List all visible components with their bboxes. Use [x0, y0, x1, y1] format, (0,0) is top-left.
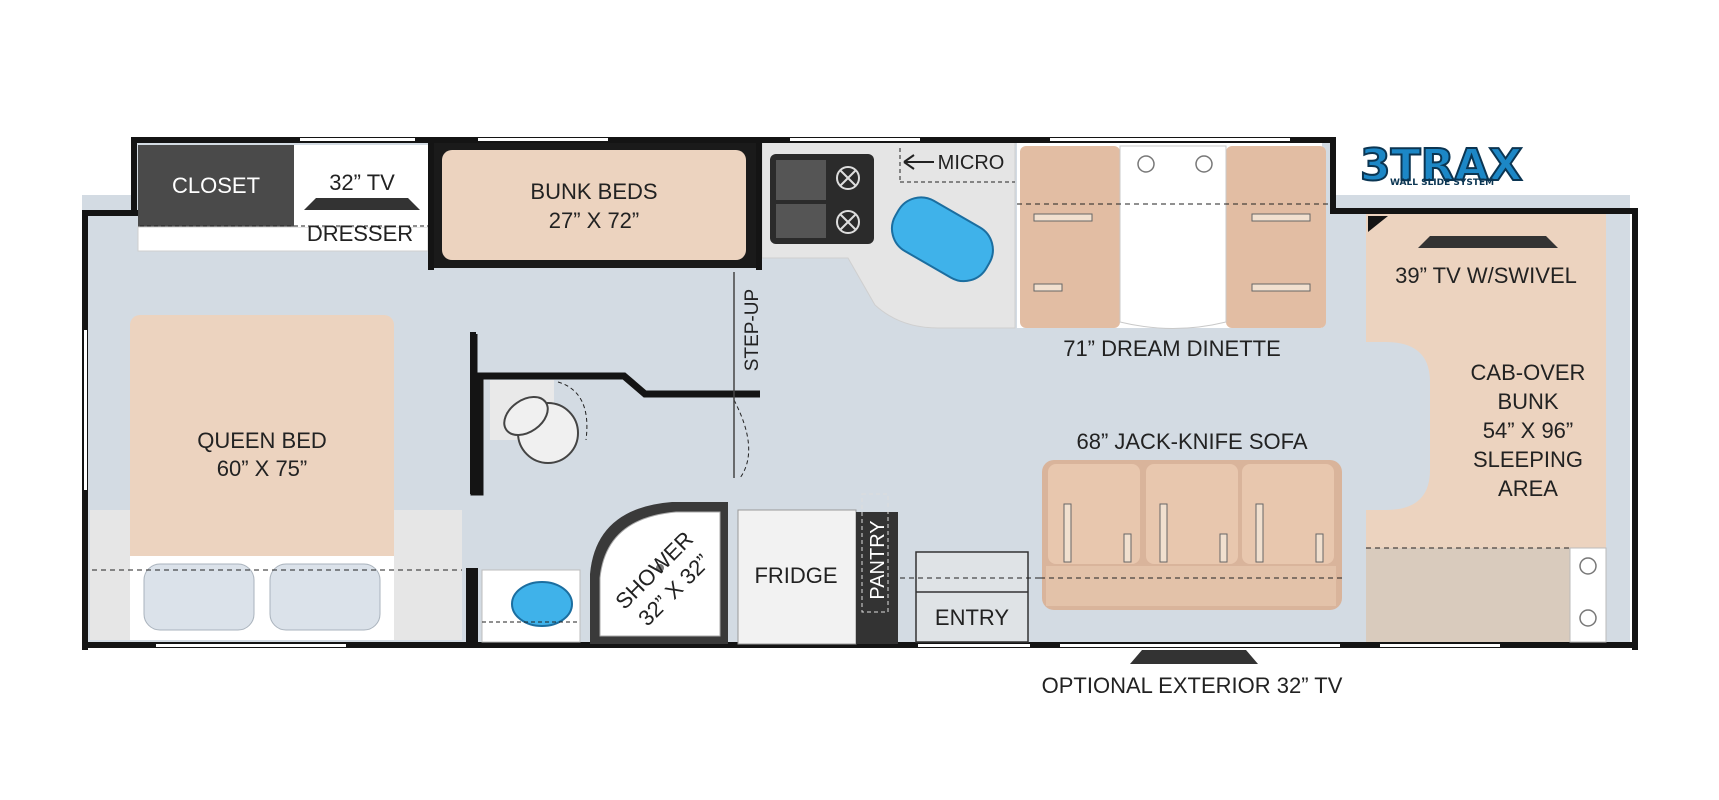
- bathroom-sink: [466, 568, 581, 644]
- kitchen-sink: [890, 196, 994, 283]
- cabover-label-3: 54” X 96”: [1483, 418, 1574, 443]
- 3trax-logo: 3TRAX WALL SLIDE SYSTEM: [1359, 139, 1524, 192]
- pantry: PANTRY: [856, 493, 898, 644]
- front-tv-icon: [1418, 236, 1558, 248]
- exterior-tv-icon: [1130, 650, 1258, 664]
- closet: CLOSET: [138, 145, 294, 227]
- queen-bed-size: 60” X 75”: [217, 456, 308, 481]
- entry: ENTRY: [900, 551, 1040, 643]
- burner-icon: [836, 210, 860, 234]
- queen-bed-label: QUEEN BED: [197, 428, 327, 453]
- fridge: FRIDGE: [737, 509, 857, 645]
- exterior-tv-label: OPTIONAL EXTERIOR 32” TV: [1042, 673, 1343, 698]
- dream-dinette: 71” DREAM DINETTE: [1017, 142, 1332, 361]
- exterior-tv: OPTIONAL EXTERIOR 32” TV: [1042, 650, 1343, 698]
- queen-bed: QUEEN BED 60” X 75”: [90, 315, 462, 640]
- closet-label: CLOSET: [172, 173, 260, 198]
- window: [84, 138, 1500, 647]
- 3trax-logo-tagline: WALL SLIDE SYSTEM: [1390, 178, 1494, 188]
- bedroom-tv-icon: [304, 198, 420, 210]
- shower: SHOWER 32” X 32”: [590, 502, 728, 644]
- fridge-label: FRIDGE: [754, 563, 837, 588]
- bunk-beds-label: BUNK BEDS: [530, 179, 657, 204]
- sofa-label: 68” JACK-KNIFE SOFA: [1076, 429, 1307, 454]
- cabover-label-5: AREA: [1498, 476, 1558, 501]
- bunk-beds-size: 27” X 72”: [549, 208, 640, 233]
- pillow: [143, 563, 255, 631]
- cab-over-bunk: 39” TV W/SWIVEL CAB-OVER BUNK 54” X 96” …: [1366, 214, 1607, 643]
- cabover-label-1: CAB-OVER: [1471, 360, 1586, 385]
- burner-icon: [836, 166, 860, 190]
- pillow: [269, 563, 381, 631]
- step-up-label: STEP-UP: [742, 289, 763, 371]
- toilet-room: STEP-UP: [470, 272, 763, 496]
- cabover-label-2: BUNK: [1497, 389, 1558, 414]
- bedroom-tv-label: 32” TV: [329, 170, 395, 195]
- jack-knife-sofa: 68” JACK-KNIFE SOFA: [1040, 429, 1346, 610]
- arrow-left-icon: [903, 154, 934, 170]
- micro-label: MICRO: [938, 152, 1005, 174]
- cabover-label-4: SLEEPING: [1473, 447, 1583, 472]
- dresser-label: DRESSER: [307, 221, 413, 246]
- entry-label: ENTRY: [935, 605, 1009, 630]
- dinette-label: 71” DREAM DINETTE: [1063, 336, 1281, 361]
- 3trax-logo-text: 3TRAX: [1360, 140, 1523, 191]
- bunk-beds: BUNK BEDS 27” X 72”: [428, 140, 760, 268]
- kitchen-counter: MICRO: [761, 139, 1016, 329]
- pantry-label: PANTRY: [867, 520, 889, 599]
- front-tv-label: 39” TV W/SWIVEL: [1395, 263, 1577, 288]
